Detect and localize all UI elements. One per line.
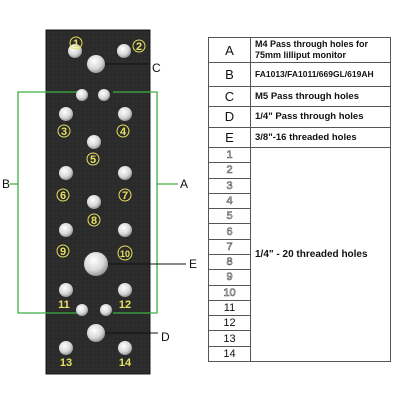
hole-b-right-low	[100, 304, 112, 316]
legend-key-a: A	[208, 36, 251, 64]
legend-num-3: 3	[208, 177, 251, 194]
plate-label-14: 14	[119, 357, 132, 369]
plate-label-8: 8	[91, 215, 97, 227]
hole-9	[59, 223, 73, 237]
legend-num-8: 8	[208, 253, 251, 271]
legend-key-b: B	[208, 62, 251, 87]
legend-desc-c: M5 Pass through holes	[250, 85, 391, 108]
hole-8	[87, 195, 101, 209]
legend-desc-a: M4 Pass through holes for 75mm lilliput …	[250, 36, 391, 64]
legend-key-e: E	[208, 126, 251, 149]
legend-num-2: 2	[208, 162, 251, 179]
plate-label-5: 5	[90, 154, 96, 166]
plate-label-7: 7	[122, 190, 128, 202]
plate-label-13: 13	[60, 357, 72, 369]
legend-num-11: 11	[208, 299, 251, 317]
hole-b-left-low	[76, 304, 88, 316]
hole-11	[59, 283, 73, 297]
hole-2	[117, 44, 131, 58]
hole-b-left	[76, 89, 88, 101]
hole-7	[118, 166, 132, 180]
plate-label-10: 10	[120, 249, 130, 259]
legend-desc-b: FA1013/FA1011/669GL/619AH	[250, 62, 391, 87]
plate-label-11: 11	[58, 299, 70, 311]
callout-b: B	[2, 177, 10, 191]
legend-key-c: C	[208, 85, 251, 108]
legend-num-12: 12	[208, 315, 251, 332]
hole-e	[84, 252, 108, 276]
plate-label-6: 6	[60, 190, 66, 202]
legend-num-6: 6	[208, 223, 251, 240]
legend-num-1: 1	[208, 147, 251, 164]
legend-num-10: 10	[208, 284, 251, 301]
hole-b-right	[98, 89, 110, 101]
legend-desc-e: 3/8"-16 threaded holes	[250, 126, 391, 149]
legend-num-9: 9	[208, 269, 251, 286]
plate-number-labels: 1 2 3 4 5 6 7 8 9 10 11 12 13 14	[56, 36, 146, 369]
plate-label-12: 12	[119, 299, 131, 311]
legend-num-7: 7	[208, 238, 251, 255]
plate-label-3: 3	[61, 126, 67, 138]
hole-12	[118, 283, 132, 297]
legend-desc-d: 1/4" Pass through holes	[250, 106, 391, 128]
bracket-b	[10, 91, 78, 314]
hole-5	[87, 135, 101, 149]
plate-label-2: 2	[136, 41, 142, 53]
legend-num-13: 13	[208, 330, 251, 347]
holes	[59, 44, 132, 355]
plate-label-4: 4	[120, 126, 127, 138]
legend-num-5: 5	[208, 208, 251, 225]
hole-10	[118, 223, 132, 237]
legend-num-14: 14	[208, 345, 251, 363]
hole-6	[59, 166, 73, 180]
legend-numbers-desc: 1/4" - 20 threaded holes	[250, 147, 391, 362]
hole-d	[87, 324, 105, 342]
legend-table: A M4 Pass through holes for 75mm lillipu…	[208, 36, 391, 363]
callout-d: D	[161, 330, 170, 344]
callout-e: E	[189, 257, 197, 271]
hole-c	[87, 55, 105, 73]
hole-3	[59, 107, 73, 121]
plate-label-9: 9	[60, 246, 66, 258]
callout-c: C	[152, 61, 161, 75]
legend-num-4: 4	[208, 192, 251, 210]
legend-key-d: D	[208, 106, 251, 128]
hole-4	[118, 107, 132, 121]
bracket-a	[113, 91, 178, 314]
hole-13	[59, 341, 73, 355]
plate-label-1: 1	[73, 38, 79, 50]
callout-a: A	[180, 177, 188, 191]
hole-14	[118, 341, 132, 355]
